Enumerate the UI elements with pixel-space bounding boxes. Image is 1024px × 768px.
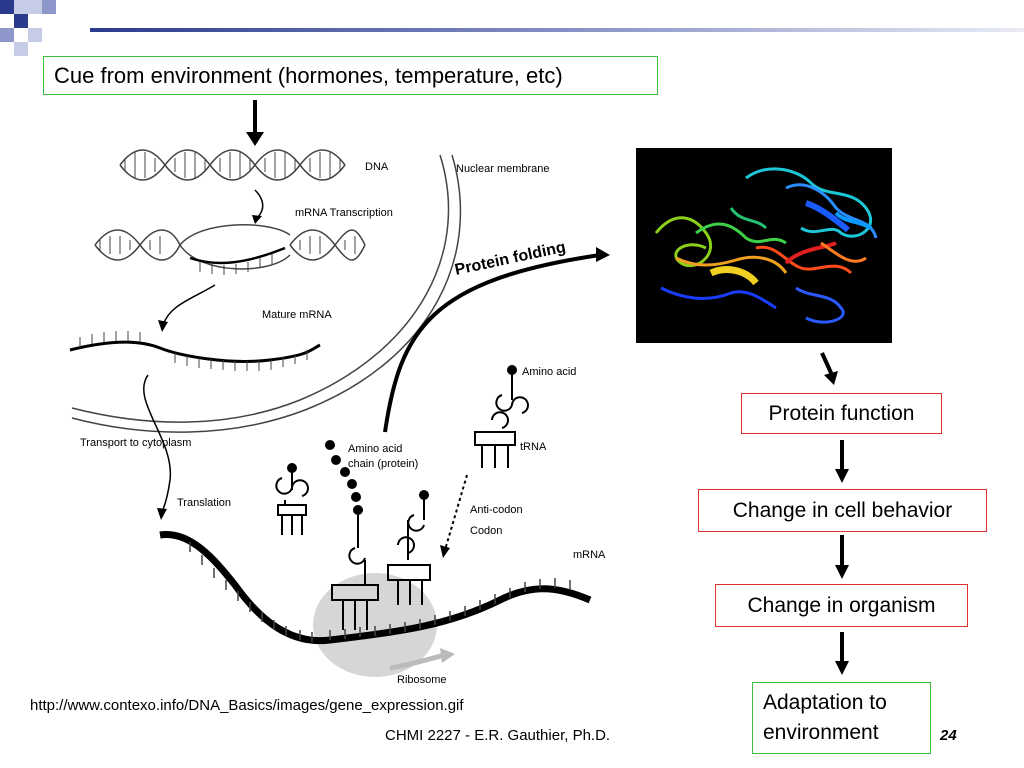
transcription-arrow — [254, 189, 264, 219]
nuclear-membrane — [71, 154, 462, 433]
trna-molecules — [275, 365, 529, 630]
protein-structure-image — [636, 148, 892, 343]
gene-expression-diagram: DNA mRNA Transcription Mature mRNA Nucle… — [69, 100, 610, 686]
cell-behavior-box: Change in cell behavior — [698, 489, 987, 532]
translation-label: Translation — [177, 497, 231, 509]
arrow-to-adaptation — [835, 632, 849, 675]
dna-label: DNA — [365, 161, 389, 173]
trna-dotted-arrow — [444, 474, 468, 551]
arrow-to-protein-function — [820, 352, 838, 385]
codon-label: Codon — [470, 525, 502, 537]
slide-number: 24 — [940, 727, 957, 744]
amino-acid-chain-label-1: Amino acid — [348, 443, 402, 455]
mrna-label: mRNA — [573, 549, 606, 561]
nuclear-membrane-label: Nuclear membrane — [456, 163, 550, 175]
amino-acid-chain-label-2: chain (protein) — [348, 458, 418, 470]
mrna-strand — [159, 530, 592, 645]
anticodon-label: Anti-codon — [470, 504, 523, 516]
transport-arrow — [142, 374, 172, 513]
source-url: http://www.contexo.info/DNA_Basics/image… — [30, 697, 464, 714]
mature-arrow — [162, 284, 216, 326]
cue-box: Cue from environment (hormones, temperat… — [43, 56, 658, 95]
ribosome-label: Ribosome — [397, 674, 447, 686]
title-rule — [90, 28, 1024, 32]
arrow-to-organism — [835, 535, 849, 579]
organism-box: Change in organism — [715, 584, 968, 627]
transcription-bubble — [94, 224, 366, 275]
protein-folding-arrow — [383, 253, 601, 433]
mature-mrna-label: Mature mRNA — [262, 309, 332, 321]
amino-acid-label: Amino acid — [522, 366, 576, 378]
arrow-to-cell-behavior — [835, 440, 849, 483]
trna-label: tRNA — [520, 441, 547, 453]
flow-arrows — [820, 352, 849, 675]
transport-label: Transport to cytoplasm — [80, 437, 191, 449]
amino-acid-chain — [325, 440, 363, 548]
cue-down-arrow — [246, 100, 264, 146]
mrna-transcription-label: mRNA Transcription — [295, 207, 393, 219]
mature-mrna-strand — [69, 331, 321, 371]
corner-decoration — [0, 0, 56, 56]
footer-author: CHMI 2227 - E.R. Gauthier, Ph.D. — [385, 727, 611, 744]
adaptation-box: Adaptation to environment — [752, 682, 931, 754]
protein-function-box: Protein function — [741, 393, 942, 434]
dna-helix — [119, 149, 346, 181]
ribosome-arrow — [389, 652, 446, 671]
